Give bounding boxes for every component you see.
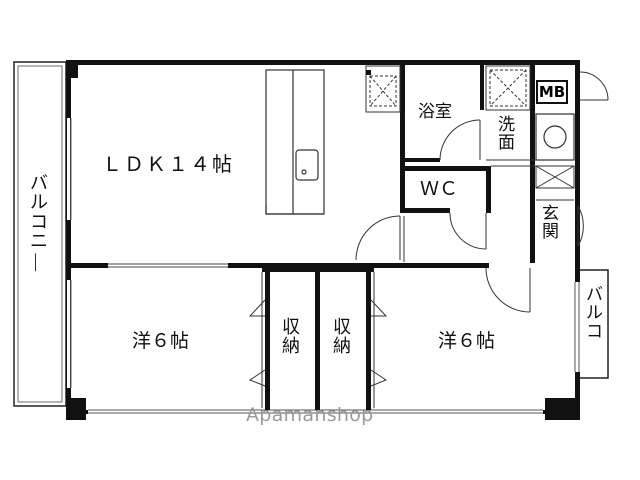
entrance-label: 玄関 xyxy=(542,204,559,243)
door-swings xyxy=(355,71,609,313)
east-balcony-label: バルコ xyxy=(586,285,603,342)
kitchen-counter xyxy=(265,69,325,215)
bedroom-right-label: 洋６帖 xyxy=(438,330,496,352)
storage-right-label: 収納 xyxy=(333,317,351,358)
watermark: Apamanshop xyxy=(246,404,374,426)
wc-label: ＷＣ xyxy=(420,178,459,200)
bath-label: 浴室 xyxy=(418,102,452,122)
east-balcony-outline xyxy=(577,269,609,379)
west-balcony-outline xyxy=(13,61,67,407)
meter-box-label: MB xyxy=(536,80,568,104)
bedroom-left-label: 洋６帖 xyxy=(132,330,190,352)
west-balcony-rail xyxy=(17,65,63,403)
ldk-sliding-door xyxy=(108,263,228,268)
refrigerator-space xyxy=(365,65,401,113)
exterior-walls xyxy=(66,60,580,420)
washroom-label: 洗面 xyxy=(498,115,515,154)
west-balcony-label: バルコニ| xyxy=(30,173,48,272)
east-balcony-window xyxy=(574,282,580,372)
storage-left-label: 収納 xyxy=(282,317,300,358)
shoe-cabinet xyxy=(535,165,575,189)
interior-walls xyxy=(66,60,535,410)
washroom-vent-box xyxy=(485,65,531,111)
washing-machine xyxy=(535,113,575,161)
closet-door-symbols xyxy=(248,272,388,408)
ldk-label: ＬＤＫ１４帖 xyxy=(102,152,234,176)
